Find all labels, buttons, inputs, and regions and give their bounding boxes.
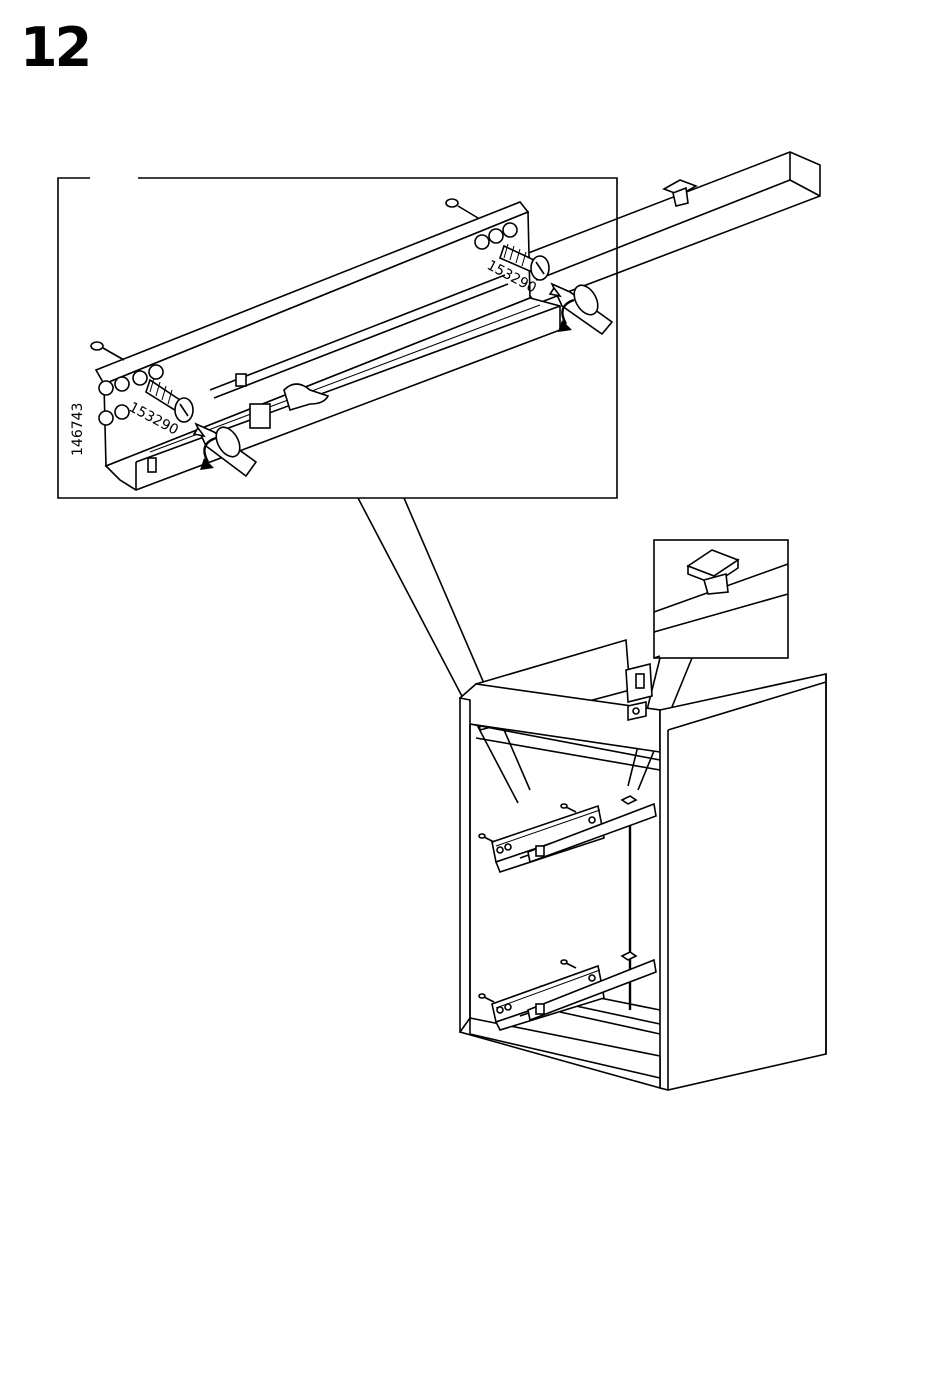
pin-nail-left (91, 342, 124, 360)
detail-box: 146743 153290 153290 (58, 178, 617, 498)
rail-extension (505, 152, 820, 304)
drawer-runner (96, 202, 560, 490)
callout-connector (358, 498, 530, 803)
cabinet (460, 640, 826, 1090)
part-number-label: 146743 (70, 403, 86, 456)
pin-nail-right (446, 199, 478, 218)
